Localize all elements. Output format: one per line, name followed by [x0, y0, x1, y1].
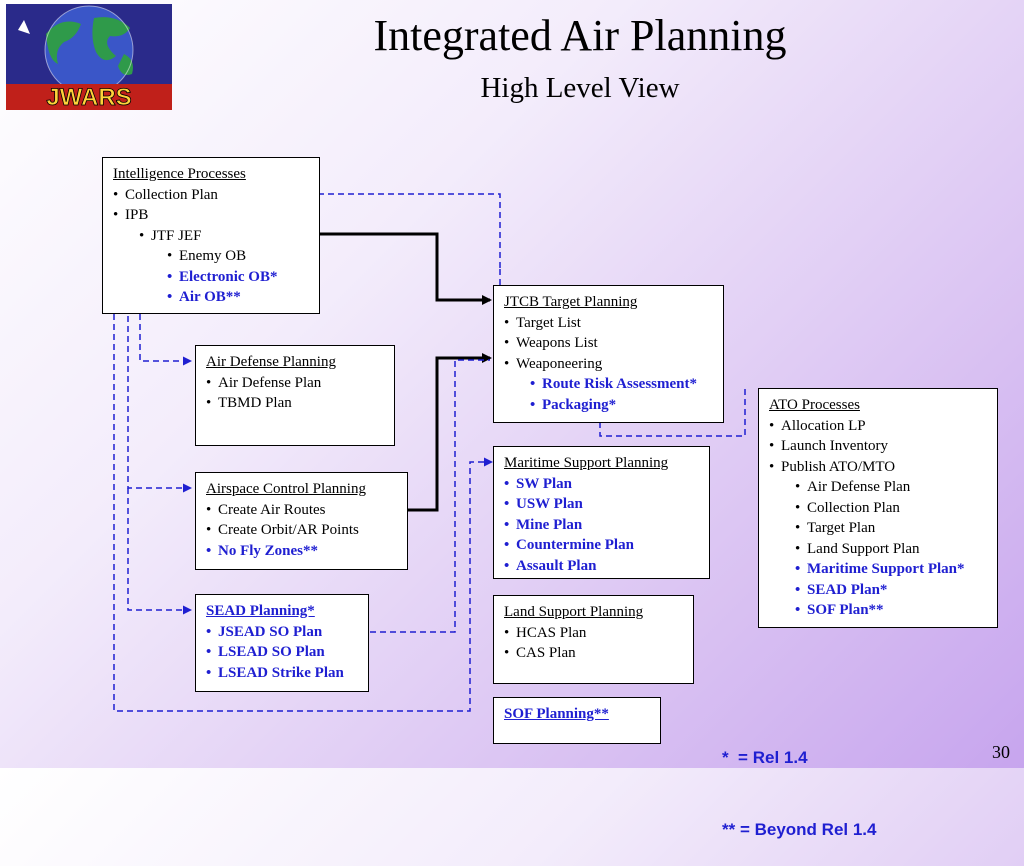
sof-planning-box: SOF Planning** [493, 697, 661, 744]
list-item: USW Plan [504, 494, 709, 515]
list-item: SEAD Plan* [795, 580, 997, 601]
sead-planning-box: SEAD Planning* JSEAD SO Plan LSEAD SO Pl… [195, 594, 369, 692]
list-item: Enemy OB [167, 246, 319, 267]
list-item: JSEAD SO Plan [206, 622, 368, 643]
list-item: Create Air Routes [206, 500, 407, 521]
list-item: Route Risk Assessment* [530, 374, 723, 395]
list-item: Collection Plan [113, 185, 319, 206]
list-item: Maritime Support Plan* [795, 559, 997, 580]
maritime-support-planning-title: Maritime Support Planning [504, 455, 669, 471]
list-item: HCAS Plan [504, 623, 693, 644]
list-item: Publish ATO/MTO [769, 457, 997, 478]
sof-planning-title: SOF Planning** [504, 706, 609, 722]
air-defense-planning-box: Air Defense Planning Air Defense Plan TB… [195, 345, 395, 446]
list-item: Launch Inventory [769, 436, 997, 457]
slide-subtitle: High Level View [480, 72, 680, 104]
legend-line-beyond: ** = Beyond Rel 1.4 [722, 820, 877, 839]
jtcb-to-intel-feedback [284, 193, 501, 285]
jtcb-to-ato-link [599, 388, 746, 437]
list-item: IPB [113, 205, 319, 226]
jtcb-target-planning-title: JTCB Target Planning [504, 294, 638, 310]
slide-title: Integrated Air Planning [373, 11, 787, 60]
list-item: LSEAD SO Plan [206, 642, 368, 663]
intelligence-processes-box: Intelligence Processes Collection Plan I… [102, 157, 320, 314]
intelligence-processes-title: Intelligence Processes [113, 166, 246, 182]
release-legend: * = Rel 1.4 ** = Beyond Rel 1.4 [722, 698, 876, 866]
list-item: Packaging* [530, 395, 723, 416]
sead-planning-title: SEAD Planning* [206, 603, 315, 619]
jtcb-target-planning-box: JTCB Target Planning Target List Weapons… [493, 285, 724, 423]
airspace-control-planning-box: Airspace Control Planning Create Air Rou… [195, 472, 408, 570]
list-item: Countermine Plan [504, 535, 709, 556]
list-item: Target List [504, 313, 723, 334]
sead-to-jtcb-link [330, 359, 490, 633]
jwars-logo: JWARS [6, 4, 172, 110]
maritime-support-planning-box: Maritime Support Planning SW Plan USW Pl… [493, 446, 710, 579]
list-item: No Fly Zones** [206, 541, 407, 562]
list-item: Air Defense Plan [795, 477, 997, 498]
list-item: Air OB** [167, 287, 319, 308]
list-item: Create Orbit/AR Points [206, 520, 407, 541]
land-support-planning-box: Land Support Planning HCAS Plan CAS Plan [493, 595, 694, 684]
list-item: JTF JEF [139, 226, 319, 247]
page-number: 30 [992, 742, 1010, 762]
air-defense-planning-title: Air Defense Planning [206, 354, 336, 370]
intel-to-sead-arrow [127, 488, 192, 615]
intel-to-sead-link [113, 233, 493, 712]
list-item: LSEAD Strike Plan [206, 663, 368, 684]
land-support-planning-title: Land Support Planning [504, 604, 644, 620]
list-item: SW Plan [504, 474, 709, 495]
airspace-control-planning-title: Airspace Control Planning [206, 481, 366, 497]
list-item: Assault Plan [504, 556, 709, 577]
list-item: Collection Plan [795, 498, 997, 519]
ato-processes-box: ATO Processes Allocation LP Launch Inven… [758, 388, 998, 628]
list-item: CAS Plan [504, 643, 693, 664]
list-item: Land Support Plan [795, 539, 997, 560]
list-item: Mine Plan [504, 515, 709, 536]
logo-text: JWARS [46, 84, 131, 110]
list-item: Air Defense Plan [206, 373, 394, 394]
ato-processes-title: ATO Processes [769, 397, 860, 413]
list-item: Allocation LP [769, 416, 997, 437]
list-item: TBMD Plan [206, 393, 394, 414]
intel-to-jtcb-arrow [320, 232, 492, 305]
list-item: Weapons List [504, 333, 723, 354]
airspace-to-jtcb-arrow [407, 353, 492, 512]
list-item: Weaponeering [504, 354, 723, 375]
legend-line-rel: * = Rel 1.4 [722, 748, 808, 767]
list-item: Electronic OB* [167, 267, 319, 288]
list-item: Target Plan [795, 518, 997, 539]
list-item: SOF Plan** [795, 600, 997, 621]
